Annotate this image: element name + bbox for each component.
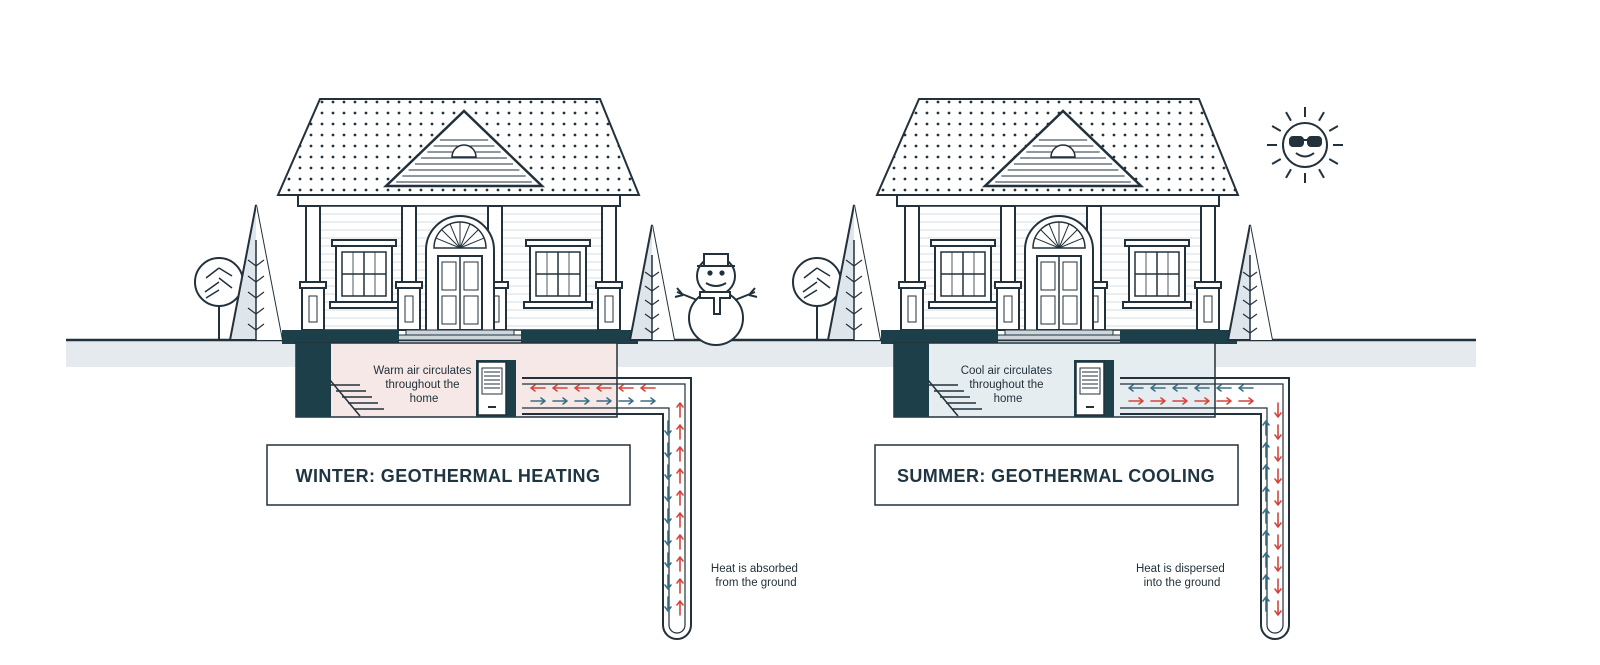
- summer-ground-note: Heat is dispersed into the ground: [1136, 563, 1228, 589]
- winter-house-icon: [276, 98, 641, 344]
- winter-ground-note: Heat is absorbed from the ground: [711, 563, 801, 589]
- winter-basement: [295, 342, 618, 418]
- summer-room-note: Cool air circulates throughout the home: [961, 365, 1056, 405]
- winter-title-box: WINTER: GEOTHERMAL HEATING: [266, 444, 631, 506]
- stairs-icon: [927, 379, 982, 417]
- winter-ground-loop-icon: [522, 377, 692, 640]
- sun-with-sunglasses-icon: [1267, 107, 1343, 183]
- summer-title: SUMMER: GEOTHERMAL COOLING: [897, 466, 1215, 486]
- winter-trees: [194, 204, 676, 341]
- summer-trees: [792, 204, 1274, 341]
- winter-room-note: Warm air circulates throughout the home: [373, 365, 474, 405]
- summer-title-box: SUMMER: GEOTHERMAL COOLING: [874, 444, 1239, 506]
- winter-title: WINTER: GEOTHERMAL HEATING: [296, 466, 601, 486]
- summer-ground-loop-icon: [1120, 377, 1290, 640]
- summer-basement: [893, 342, 1216, 418]
- stairs-icon: [329, 379, 384, 417]
- summer-house-icon: [875, 98, 1240, 344]
- snowman-icon: [674, 253, 758, 346]
- ground: [66, 338, 1476, 367]
